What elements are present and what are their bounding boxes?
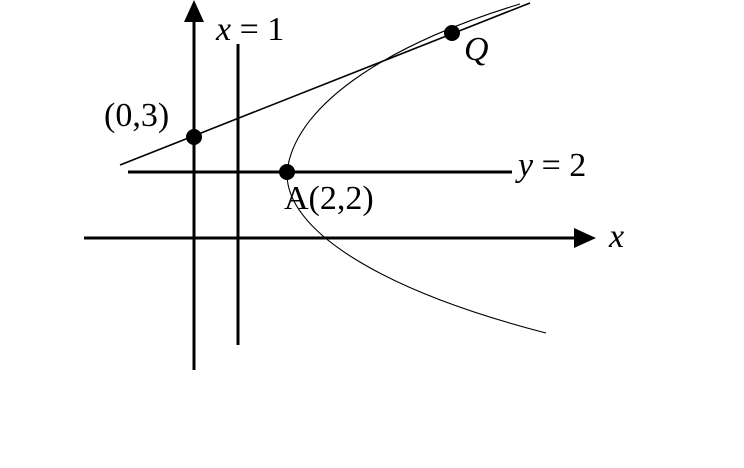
label-y-equals-2-var: y <box>515 147 534 184</box>
label-point-a: A(2,2) <box>284 180 374 217</box>
tangent-line <box>119 2 531 166</box>
label-point-intercept: (0,3) <box>104 97 169 134</box>
label-x-axis: x <box>608 218 624 255</box>
x-axis-arrowhead <box>574 228 596 248</box>
point-a-dot <box>279 164 295 180</box>
point-q-dot <box>444 25 460 41</box>
parabola-curve <box>286 3 547 334</box>
label-y-equals-2: y = 2 <box>515 147 586 184</box>
label-x-equals-1: x = 1 <box>215 11 284 48</box>
label-x-equals-1-eq: = 1 <box>231 11 284 48</box>
label-point-q: Q <box>464 31 489 68</box>
point-intercept-dot <box>186 129 202 145</box>
label-y-equals-2-eq: = 2 <box>533 147 586 184</box>
y-axis-arrowhead <box>184 0 204 22</box>
label-x-equals-1-var: x <box>215 11 231 48</box>
